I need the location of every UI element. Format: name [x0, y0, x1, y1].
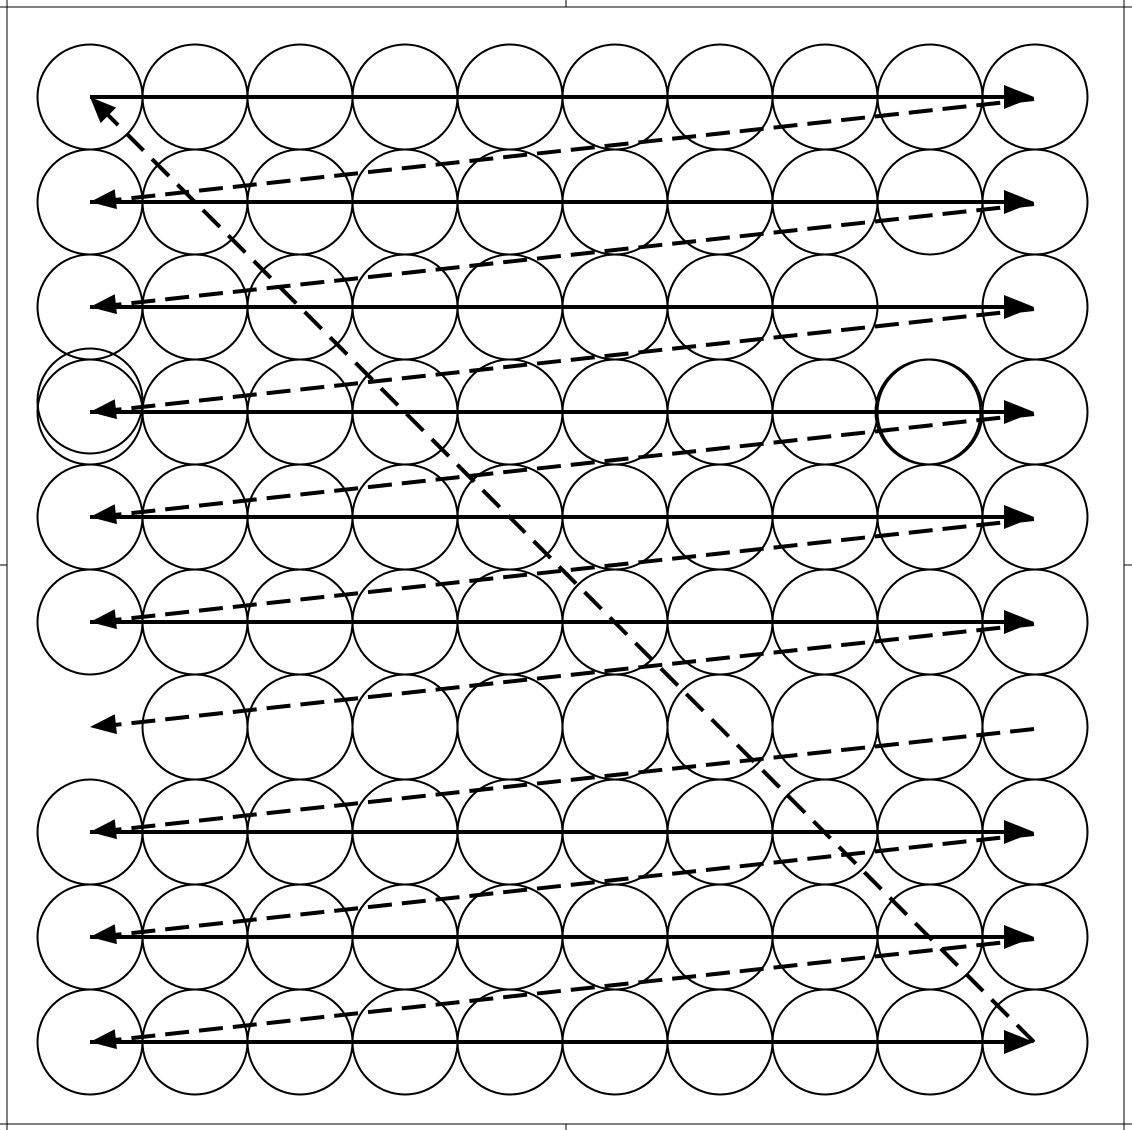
retrace-line — [113, 622, 1035, 727]
retrace-line — [113, 412, 1035, 517]
retrace-line — [113, 202, 1035, 307]
retrace-line — [113, 97, 1035, 202]
retrace-line — [113, 937, 1035, 1042]
grid-circle — [771, 673, 879, 781]
retrace-arrowhead — [90, 714, 117, 735]
retrace-line — [113, 832, 1035, 937]
grid-circle — [456, 673, 564, 781]
scan-arrowhead — [1004, 925, 1034, 949]
retrace-arrowhead — [90, 504, 117, 525]
scan-arrowhead — [1004, 295, 1034, 319]
retrace-arrowhead — [90, 1029, 117, 1050]
grid-circle — [561, 673, 669, 781]
retrace-line — [113, 727, 1035, 832]
scan-arrowhead — [1004, 1030, 1034, 1054]
retrace-arrows — [90, 97, 1035, 1050]
scan-arrowhead — [1004, 190, 1034, 214]
grid-circle — [36, 347, 144, 455]
scan-line-arrows — [90, 85, 1034, 1054]
retrace-line — [113, 307, 1035, 412]
retrace-arrowhead — [90, 294, 117, 315]
retrace-arrowhead — [90, 819, 117, 840]
retrace-line — [113, 517, 1035, 622]
retrace-arrowhead — [90, 189, 117, 210]
return-diagonal-arrow — [90, 97, 1036, 1044]
scan-arrowhead — [1004, 85, 1034, 109]
grid-circle — [141, 673, 249, 781]
scan-arrowhead — [1004, 505, 1034, 529]
return-arrowhead — [90, 97, 117, 124]
grid-circle — [981, 673, 1089, 781]
return-line — [106, 113, 1036, 1044]
grid-circle — [876, 673, 984, 781]
scan-arrowhead — [1004, 610, 1034, 634]
retrace-arrowhead — [90, 924, 117, 945]
retrace-arrowhead — [90, 609, 117, 630]
scan-arrowhead — [1004, 820, 1034, 844]
scan-arrowhead — [1004, 400, 1034, 424]
grid-circle — [246, 673, 354, 781]
retrace-arrowhead — [90, 399, 117, 420]
